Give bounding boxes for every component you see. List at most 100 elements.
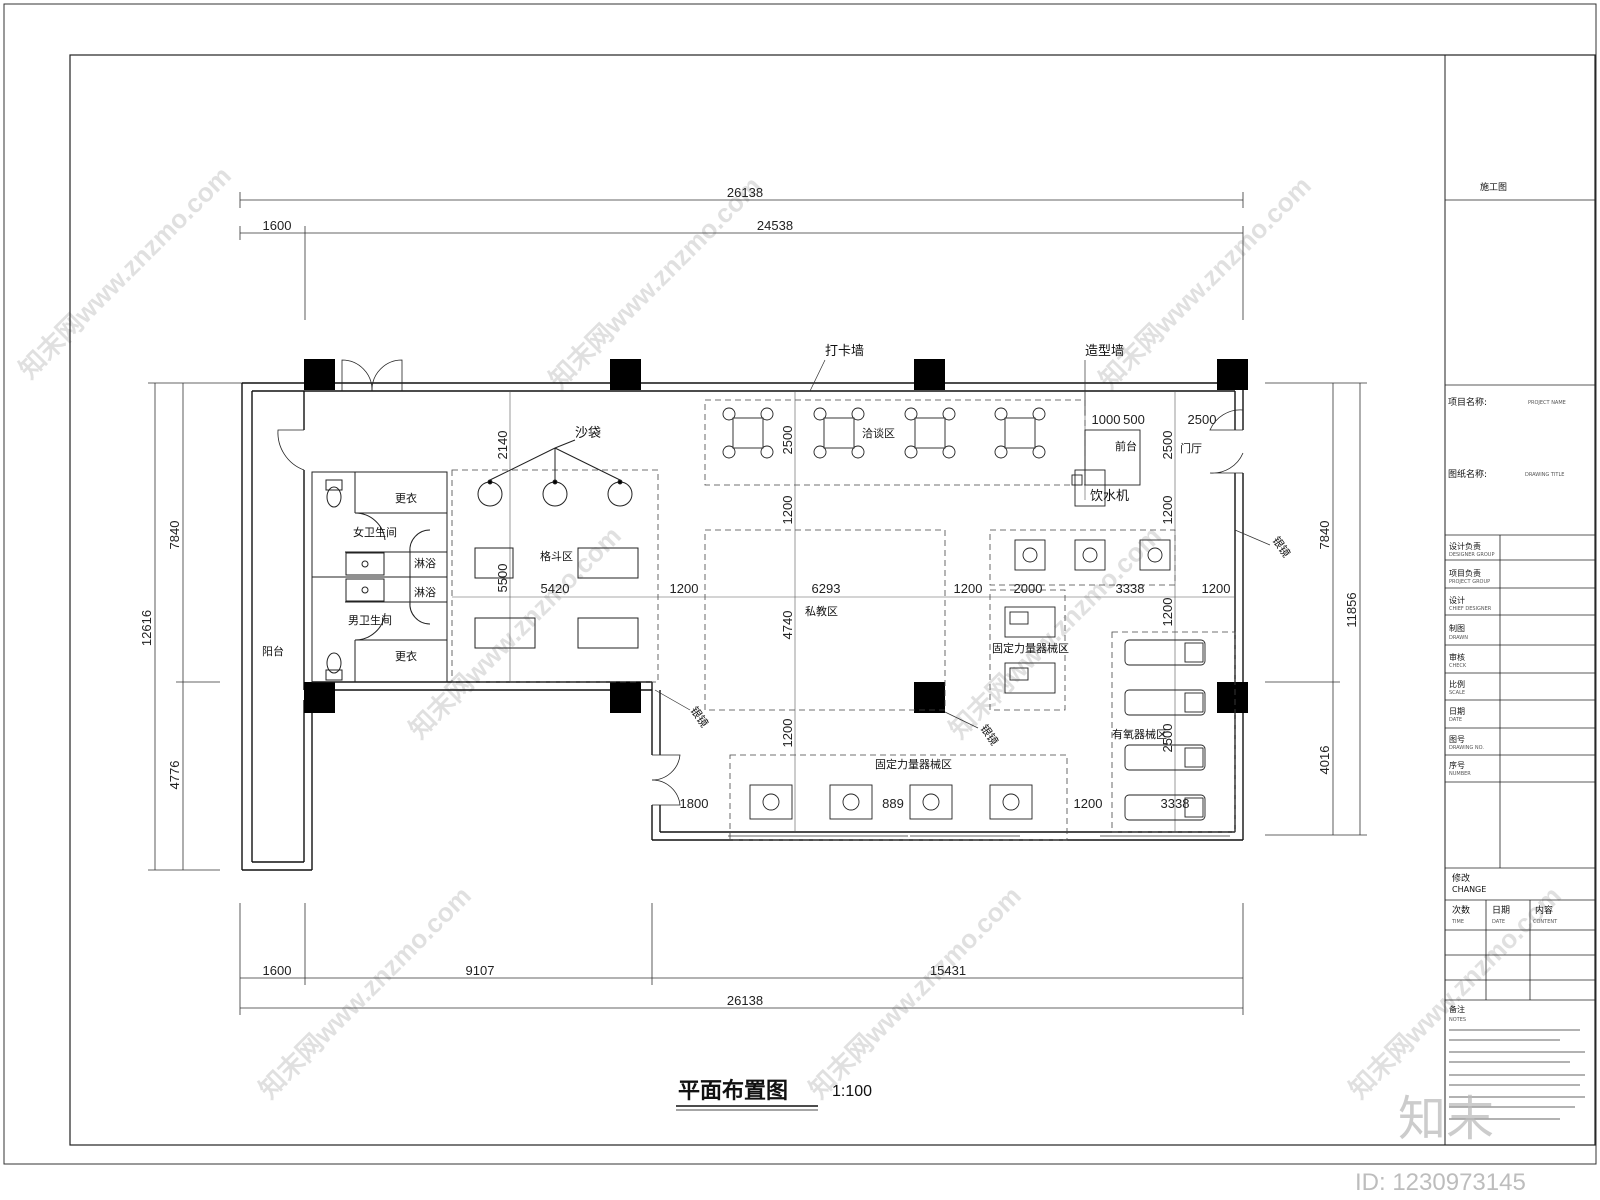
dim-500: 500 — [1123, 412, 1145, 427]
tb-col-times-en: TIME — [1451, 919, 1464, 925]
tb-row-label: 图号 — [1449, 735, 1465, 744]
label-womens-wc: 女卫生间 — [353, 525, 397, 539]
dim-right-total: 11856 — [1344, 592, 1359, 627]
watermark: 知末网www.znzmo.com — [1093, 170, 1317, 394]
label-sandbag: 沙袋 — [575, 426, 601, 441]
tb-row-label: 设计负责 — [1449, 541, 1481, 551]
tb-row-label: 审核 — [1449, 652, 1465, 662]
reception-desk — [1071, 429, 1141, 507]
tb-change-en: CHANGE — [1452, 885, 1486, 894]
dim-bottom-left: 1600 — [263, 963, 292, 978]
watermark: 知末网www.znzmo.com — [543, 170, 767, 394]
watermark: 知末网www.znzmo.com — [803, 880, 1027, 1104]
tb-row-en: DATE — [1449, 717, 1462, 723]
label-cardio: 有氧器械区 — [1112, 727, 1167, 741]
dim-2500d: 2500 — [1160, 724, 1175, 753]
tb-notes-lines — [1449, 1029, 1585, 1120]
dim-889: 889 — [882, 796, 904, 811]
dim-6293: 6293 — [812, 581, 841, 596]
strength-machines-bottom — [749, 784, 1033, 820]
drawing-title: 平面布置图 — [678, 1078, 788, 1104]
tb-row-en: DESIGNER GROUP — [1449, 552, 1494, 558]
zone-outlines — [451, 399, 1236, 841]
tb-row-label: 序号 — [1449, 760, 1465, 770]
label-checkin-wall: 打卡墙 — [825, 344, 864, 359]
dim-right-upper: 7840 — [1317, 521, 1332, 550]
dim-5500: 5500 — [495, 564, 510, 593]
dim-left-total: 12616 — [139, 610, 154, 646]
lounge-tables — [722, 407, 1046, 459]
sandbag-cluster — [474, 439, 639, 649]
brand-mark: 知末 — [1398, 1091, 1494, 1147]
tb-row-en: SCALE — [1449, 690, 1465, 696]
leader-lines — [654, 359, 1271, 729]
label-private: 私教区 — [805, 605, 838, 618]
doors — [277, 359, 1244, 806]
tb-row-label: 项目负责 — [1449, 568, 1481, 578]
dim-bottom-right: 15431 — [930, 963, 966, 978]
label-lounge: 洽谈区 — [862, 427, 895, 440]
dim-1000: 1000 — [1092, 412, 1121, 427]
dim-1200c: 1200 — [1202, 581, 1231, 596]
dim-1200g: 1200 — [780, 719, 795, 748]
watermark: 知末网www.znzmo.com — [13, 160, 237, 384]
tb-stage: 施工图 — [1480, 181, 1507, 193]
label-shower-bottom: 淋浴 — [414, 586, 436, 599]
tb-row-en: PROJECT GROUP — [1449, 579, 1490, 585]
dim-bottom-total: 26138 — [727, 993, 763, 1008]
label-water: 饮水机 — [1090, 489, 1129, 504]
bottom-dimension-lines — [239, 903, 1244, 1015]
tb-change-cn: 修改 — [1452, 872, 1470, 884]
bathroom-block — [311, 471, 448, 683]
dim-2000: 2000 — [1014, 581, 1043, 596]
strength-machines-right — [1004, 539, 1171, 694]
drawing-scale: 1:100 — [832, 1083, 872, 1100]
tb-notes-label: 备注 — [1449, 1004, 1465, 1014]
label-strength-bottom: 固定力量器械区 — [875, 757, 952, 771]
top-dimension-lines — [239, 192, 1244, 320]
dim-3338b: 3338 — [1161, 796, 1190, 811]
watermark: 知末网www.znzmo.com — [253, 880, 477, 1104]
tb-rows: 设计负责 DESIGNER GROUP 项目负责 PROJECT GROUP 设… — [1449, 541, 1494, 777]
label-feature-wall: 造型墙 — [1085, 344, 1124, 359]
dim-bottom-mid: 9107 — [466, 963, 495, 978]
structural-columns — [304, 359, 1248, 713]
label-mens-wc: 男卫生间 — [348, 613, 392, 627]
dim-top-left: 1600 — [263, 218, 292, 233]
label-mirror-left: 银镜 — [688, 704, 712, 730]
tb-notes-en: NOTES — [1449, 1017, 1466, 1023]
dim-2500a: 2500 — [780, 426, 795, 455]
tb-project-name-en: PROJECT NAME — [1528, 400, 1566, 406]
cardio-treadmills — [1124, 639, 1206, 821]
label-shower-top: 淋浴 — [414, 557, 436, 570]
dim-1200b: 1200 — [954, 581, 983, 596]
dim-3338a: 3338 — [1116, 581, 1145, 596]
dim-1800: 1800 — [680, 796, 709, 811]
tb-row-en: CHIEF DESIGNER — [1449, 606, 1492, 612]
label-strength-right: 固定力量器械区 — [992, 641, 1069, 655]
tb-row-label: 比例 — [1449, 679, 1465, 689]
tb-col-content: 内容 — [1535, 904, 1553, 916]
label-changing-top: 更衣 — [395, 491, 417, 505]
right-dimension-lines — [1265, 382, 1367, 836]
left-dimension-lines — [148, 382, 245, 871]
dim-1200d: 1200 — [780, 496, 795, 525]
tb-row-label: 设计 — [1449, 595, 1465, 605]
dim-1200e: 1200 — [1160, 496, 1175, 525]
label-mirror-right: 银镜 — [1270, 534, 1294, 560]
tb-row-label: 日期 — [1449, 707, 1465, 716]
tb-drawing-title-label: 图纸名称: — [1448, 468, 1487, 480]
dim-left-upper: 7840 — [167, 521, 182, 550]
tb-col-times: 次数 — [1452, 904, 1470, 916]
label-balcony: 阳台 — [262, 644, 284, 658]
label-lobby: 门厅 — [1180, 441, 1202, 455]
dim-top-total: 26138 — [727, 185, 763, 200]
room-labels: 阳台 更衣 女卫生间 淋浴 淋浴 男卫生间 更衣 沙袋 格斗区 打卡墙 洽谈区 … — [262, 344, 1294, 771]
sheet-inner-border — [69, 54, 1596, 1146]
inner-dimensions: 2140 5500 5420 1200 6293 1200 2000 3338 … — [495, 412, 1230, 811]
label-boxing: 格斗区 — [540, 549, 573, 563]
dim-top-right: 24538 — [757, 218, 793, 233]
label-reception: 前台 — [1115, 439, 1137, 453]
title-block — [1445, 199, 1595, 1001]
